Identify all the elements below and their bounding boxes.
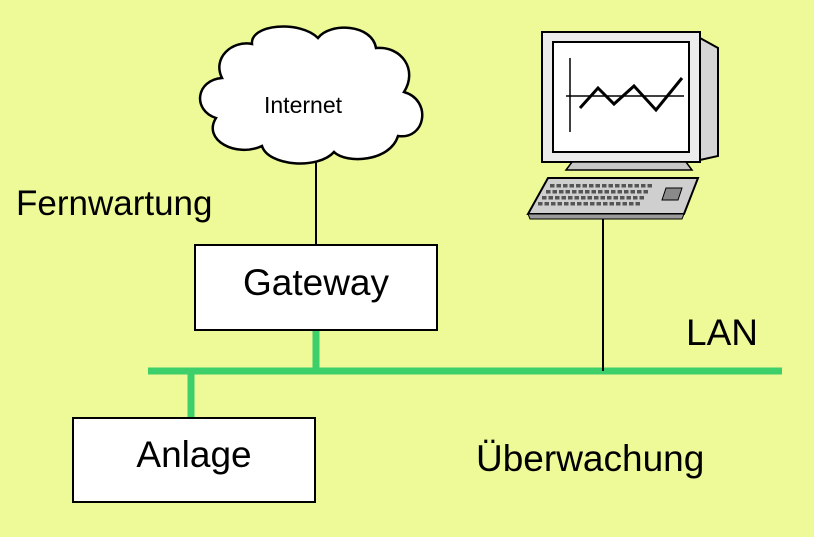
keyboard-key <box>633 196 638 200</box>
keyboard-key <box>611 190 616 194</box>
keyboard-key <box>585 190 590 194</box>
keyboard-key <box>591 190 596 194</box>
keyboard-key <box>542 196 547 200</box>
keyboard-key <box>556 184 561 188</box>
keyboard-key <box>555 196 560 200</box>
keyboard-key <box>570 202 575 206</box>
keyboard-key <box>568 196 573 200</box>
keyboard-key <box>639 196 644 200</box>
keyboard-key <box>622 202 627 206</box>
internet-label: Internet <box>264 92 342 118</box>
keyboard-key <box>572 190 577 194</box>
keyboard-key <box>607 196 612 200</box>
anlage-box: Anlage <box>72 417 316 503</box>
keyboard-key <box>587 196 592 200</box>
keyboard-key <box>602 184 607 188</box>
keyboard-key <box>609 202 614 206</box>
keyboard-key <box>564 202 569 206</box>
keyboard-key <box>603 202 608 206</box>
keyboard-key <box>643 190 648 194</box>
keyboard-key <box>538 202 543 206</box>
keyboard-key <box>559 190 564 194</box>
keyboard-key <box>637 190 642 194</box>
keyboard-key <box>595 184 600 188</box>
keyboard-key <box>576 184 581 188</box>
keyboard-key <box>594 196 599 200</box>
keyboard-key <box>557 202 562 206</box>
keyboard-key <box>616 202 621 206</box>
keyboard-key <box>647 184 652 188</box>
keyboard-key <box>608 184 613 188</box>
monitor-icon <box>541 31 719 171</box>
keyboard-key <box>552 190 557 194</box>
keyboard-key <box>569 184 574 188</box>
keyboard-key <box>563 184 568 188</box>
keyboard-key <box>621 184 626 188</box>
lan-label: LAN <box>686 312 758 353</box>
gateway-label: Gateway <box>242 261 389 303</box>
keyboard-key <box>629 202 634 206</box>
keyboard-key <box>546 190 551 194</box>
keyboard-key <box>589 184 594 188</box>
keyboard-key <box>590 202 595 206</box>
keyboard-key <box>582 184 587 188</box>
fernwartung-label: Fernwartung <box>16 184 213 223</box>
keyboard-key <box>617 190 622 194</box>
keyboard-key <box>630 190 635 194</box>
keyboard-key <box>551 202 556 206</box>
keyboard-key <box>550 184 555 188</box>
keyboard-key <box>577 202 582 206</box>
lan-bus <box>148 330 782 417</box>
keyboard-key <box>583 202 588 206</box>
keyboard-key <box>598 190 603 194</box>
keyboard-key <box>565 190 570 194</box>
keyboard-key <box>544 202 549 206</box>
keyboard-key <box>600 196 605 200</box>
gateway-box: Gateway <box>194 244 438 331</box>
keyboard-key <box>628 184 633 188</box>
keyboard-key <box>613 196 618 200</box>
keyboard-key <box>634 184 639 188</box>
keyboard-icon <box>526 177 700 220</box>
keyboard-key <box>596 202 601 206</box>
keyboard-key <box>581 196 586 200</box>
keyboard-key <box>578 190 583 194</box>
keyboard-key <box>548 196 553 200</box>
keyboard-key <box>624 190 629 194</box>
keyboard-key <box>641 184 646 188</box>
keyboard-key <box>620 196 625 200</box>
ueberwachung-label: Überwachung <box>476 438 705 479</box>
keyboard-key <box>626 196 631 200</box>
cloud-icon <box>199 25 424 165</box>
keyboard-key <box>561 196 566 200</box>
anlage-label: Anlage <box>136 434 252 475</box>
keyboard-key <box>574 196 579 200</box>
keyboard-key <box>635 202 640 206</box>
keyboard-key <box>615 184 620 188</box>
keyboard-key <box>604 190 609 194</box>
